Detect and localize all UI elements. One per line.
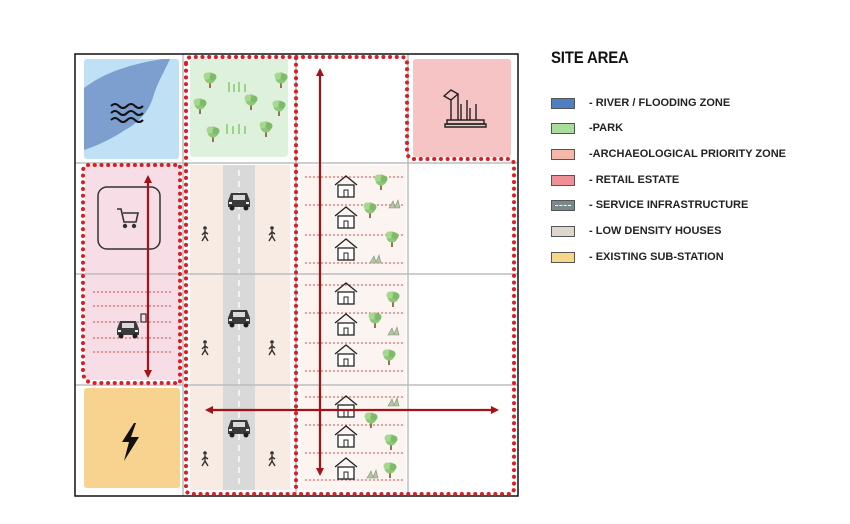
legend-swatch-infrastructure: [551, 199, 575, 211]
ruins-icon: [442, 89, 487, 128]
river-shape: [84, 59, 170, 150]
park-trees: [193, 72, 288, 142]
legend-label-river: - RIVER / FLOODING ZONE: [589, 97, 731, 109]
lightning-icon: [122, 423, 139, 461]
legend-swatch-substation: [551, 251, 575, 263]
cart-icon: [117, 208, 139, 229]
legend-item-houses: - LOW DENSITY HOUSES: [551, 224, 721, 238]
legend-swatch-retail: [551, 174, 575, 186]
legend-item-park: -PARK: [551, 121, 623, 135]
legend-swatch-river: [551, 97, 575, 109]
legend-label-park: -PARK: [589, 122, 624, 134]
legend-item-archaeology: -ARCHAEOLOGICAL PRIORITY ZONE: [551, 147, 786, 161]
site-outer-border: [74, 53, 519, 497]
retail-cell-bg: [85, 165, 180, 380]
legend-item-infrastructure: - SERVICE INFRASTRUCTURE: [551, 198, 748, 212]
parking-lines: [93, 291, 173, 353]
circulation-arrows: [144, 68, 499, 476]
legend-item-substation: - EXISTING SUB-STATION: [551, 250, 724, 264]
legend-label-houses: - LOW DENSITY HOUSES: [589, 225, 722, 237]
archaeology-cell-bg: [413, 59, 511, 157]
legend-label-archaeology: -ARCHAEOLOGICAL PRIORITY ZONE: [589, 148, 786, 160]
site-boundary: [81, 55, 516, 496]
legend-label-substation: - EXISTING SUB-STATION: [589, 251, 724, 263]
legend-item-river: - RIVER / FLOODING ZONE: [551, 96, 730, 110]
legend-label-infrastructure: - SERVICE INFRASTRUCTURE: [589, 199, 749, 211]
legend-title: SITE AREA: [551, 48, 629, 67]
legend-swatch-park: [551, 122, 575, 134]
legend-swatch-houses: [551, 225, 575, 237]
legend-swatch-archaeology: [551, 148, 575, 160]
water-icon: [110, 103, 144, 123]
legend-label-retail: - RETAIL ESTATE: [589, 174, 680, 186]
shop-icon-frame: [97, 186, 161, 250]
legend-item-retail: - RETAIL ESTATE: [551, 173, 679, 187]
